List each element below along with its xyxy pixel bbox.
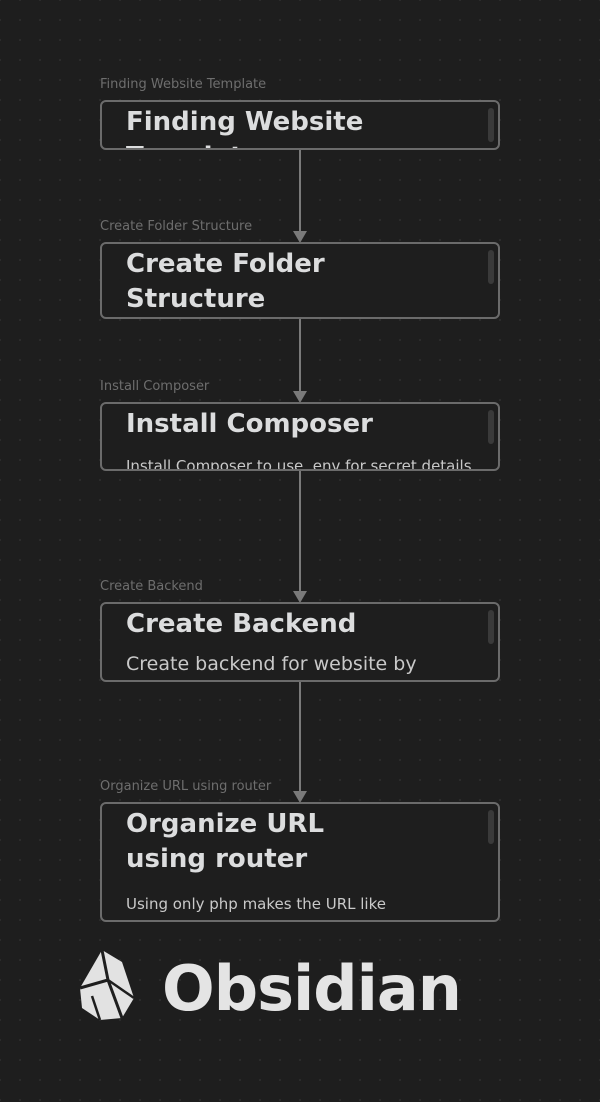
node-title: Create Folder Structure [126, 249, 325, 314]
obsidian-logo-icon [79, 949, 135, 1021]
node-body-text: Using only php makes the URL like [126, 895, 386, 913]
node-label-create-folder-structure: Create Folder Structure [100, 219, 253, 234]
canvas-node-organize-url-using-router[interactable]: Organize URL using router Using only php… [100, 802, 500, 922]
node-title: Organize URL using router [126, 809, 325, 874]
canvas-node-install-composer[interactable]: Install Composer Install Composer to use… [100, 402, 500, 471]
node-scrollbar[interactable] [488, 410, 494, 444]
node-title: Finding Website Template [126, 107, 364, 148]
node-body-text: Create backend for website by [126, 653, 417, 675]
node-label-install-composer: Install Composer [100, 379, 210, 394]
node-scrollbar[interactable] [488, 610, 494, 644]
obsidian-logo: Obsidian [78, 948, 488, 1028]
node-scrollbar[interactable] [488, 250, 494, 284]
edge-4-arrowhead [293, 791, 307, 803]
canvas-node-create-folder-structure[interactable]: Create Folder Structure [100, 242, 500, 319]
node-scrollbar[interactable] [488, 108, 494, 142]
obsidian-wordmark: Obsidian [162, 952, 462, 1025]
node-label-finding-website-template: Finding Website Template [100, 77, 267, 92]
node-title: Install Composer [126, 409, 373, 439]
edge-1-arrowhead [293, 231, 307, 243]
canvas-node-create-backend[interactable]: Create Backend Create backend for websit… [100, 602, 500, 682]
node-scrollbar[interactable] [488, 810, 494, 844]
node-body-text: Install Composer to use .env for secret … [126, 457, 472, 471]
node-label-create-backend: Create Backend [100, 579, 203, 594]
canvas-node-finding-website-template[interactable]: Finding Website Template [100, 100, 500, 150]
node-label-organize-url-using-router: Organize URL using router [100, 779, 272, 794]
node-title: Create Backend [126, 609, 357, 639]
edge-3-arrowhead [293, 591, 307, 603]
edge-2-arrowhead [293, 391, 307, 403]
